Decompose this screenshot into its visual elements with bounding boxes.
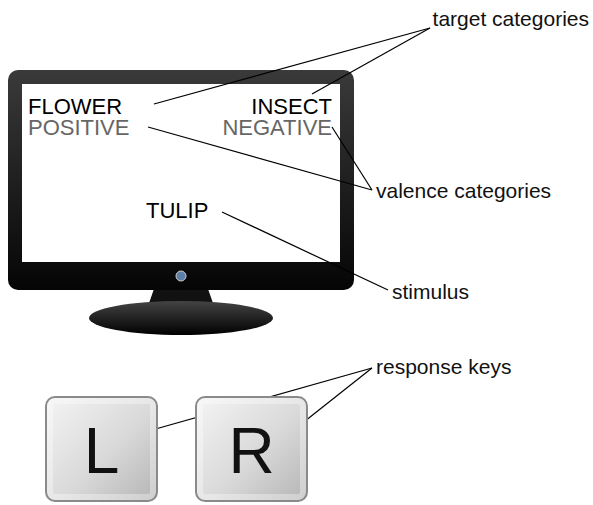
monitor-bezel bbox=[8, 70, 354, 290]
stimulus-word: TULIP bbox=[146, 200, 208, 222]
leader-line bbox=[222, 212, 388, 290]
monitor-screen-area: FLOWER INSECT POSITIVE NEGATIVE TULIP bbox=[22, 84, 340, 262]
target-category: INSECT bbox=[251, 96, 332, 118]
callout-label: response keys bbox=[376, 356, 511, 377]
valence-category: NEGATIVE bbox=[222, 117, 332, 139]
key-letter: R bbox=[228, 419, 274, 483]
response-key: L bbox=[45, 396, 158, 502]
valence-category: POSITIVE bbox=[28, 117, 129, 139]
leader-line bbox=[300, 368, 372, 425]
callout-label: valence categories bbox=[376, 180, 551, 201]
target-category: FLOWER bbox=[28, 96, 122, 118]
callout-label: target categories bbox=[433, 8, 589, 29]
monitor-base bbox=[89, 301, 273, 335]
response-key: R bbox=[195, 396, 308, 502]
callout-label: stimulus bbox=[392, 281, 469, 302]
monitor-screen bbox=[22, 84, 340, 262]
leader-line bbox=[154, 28, 430, 104]
power-light bbox=[176, 271, 186, 281]
key-letter: L bbox=[84, 419, 120, 483]
leader-line bbox=[312, 28, 430, 94]
leader-line bbox=[332, 127, 372, 190]
